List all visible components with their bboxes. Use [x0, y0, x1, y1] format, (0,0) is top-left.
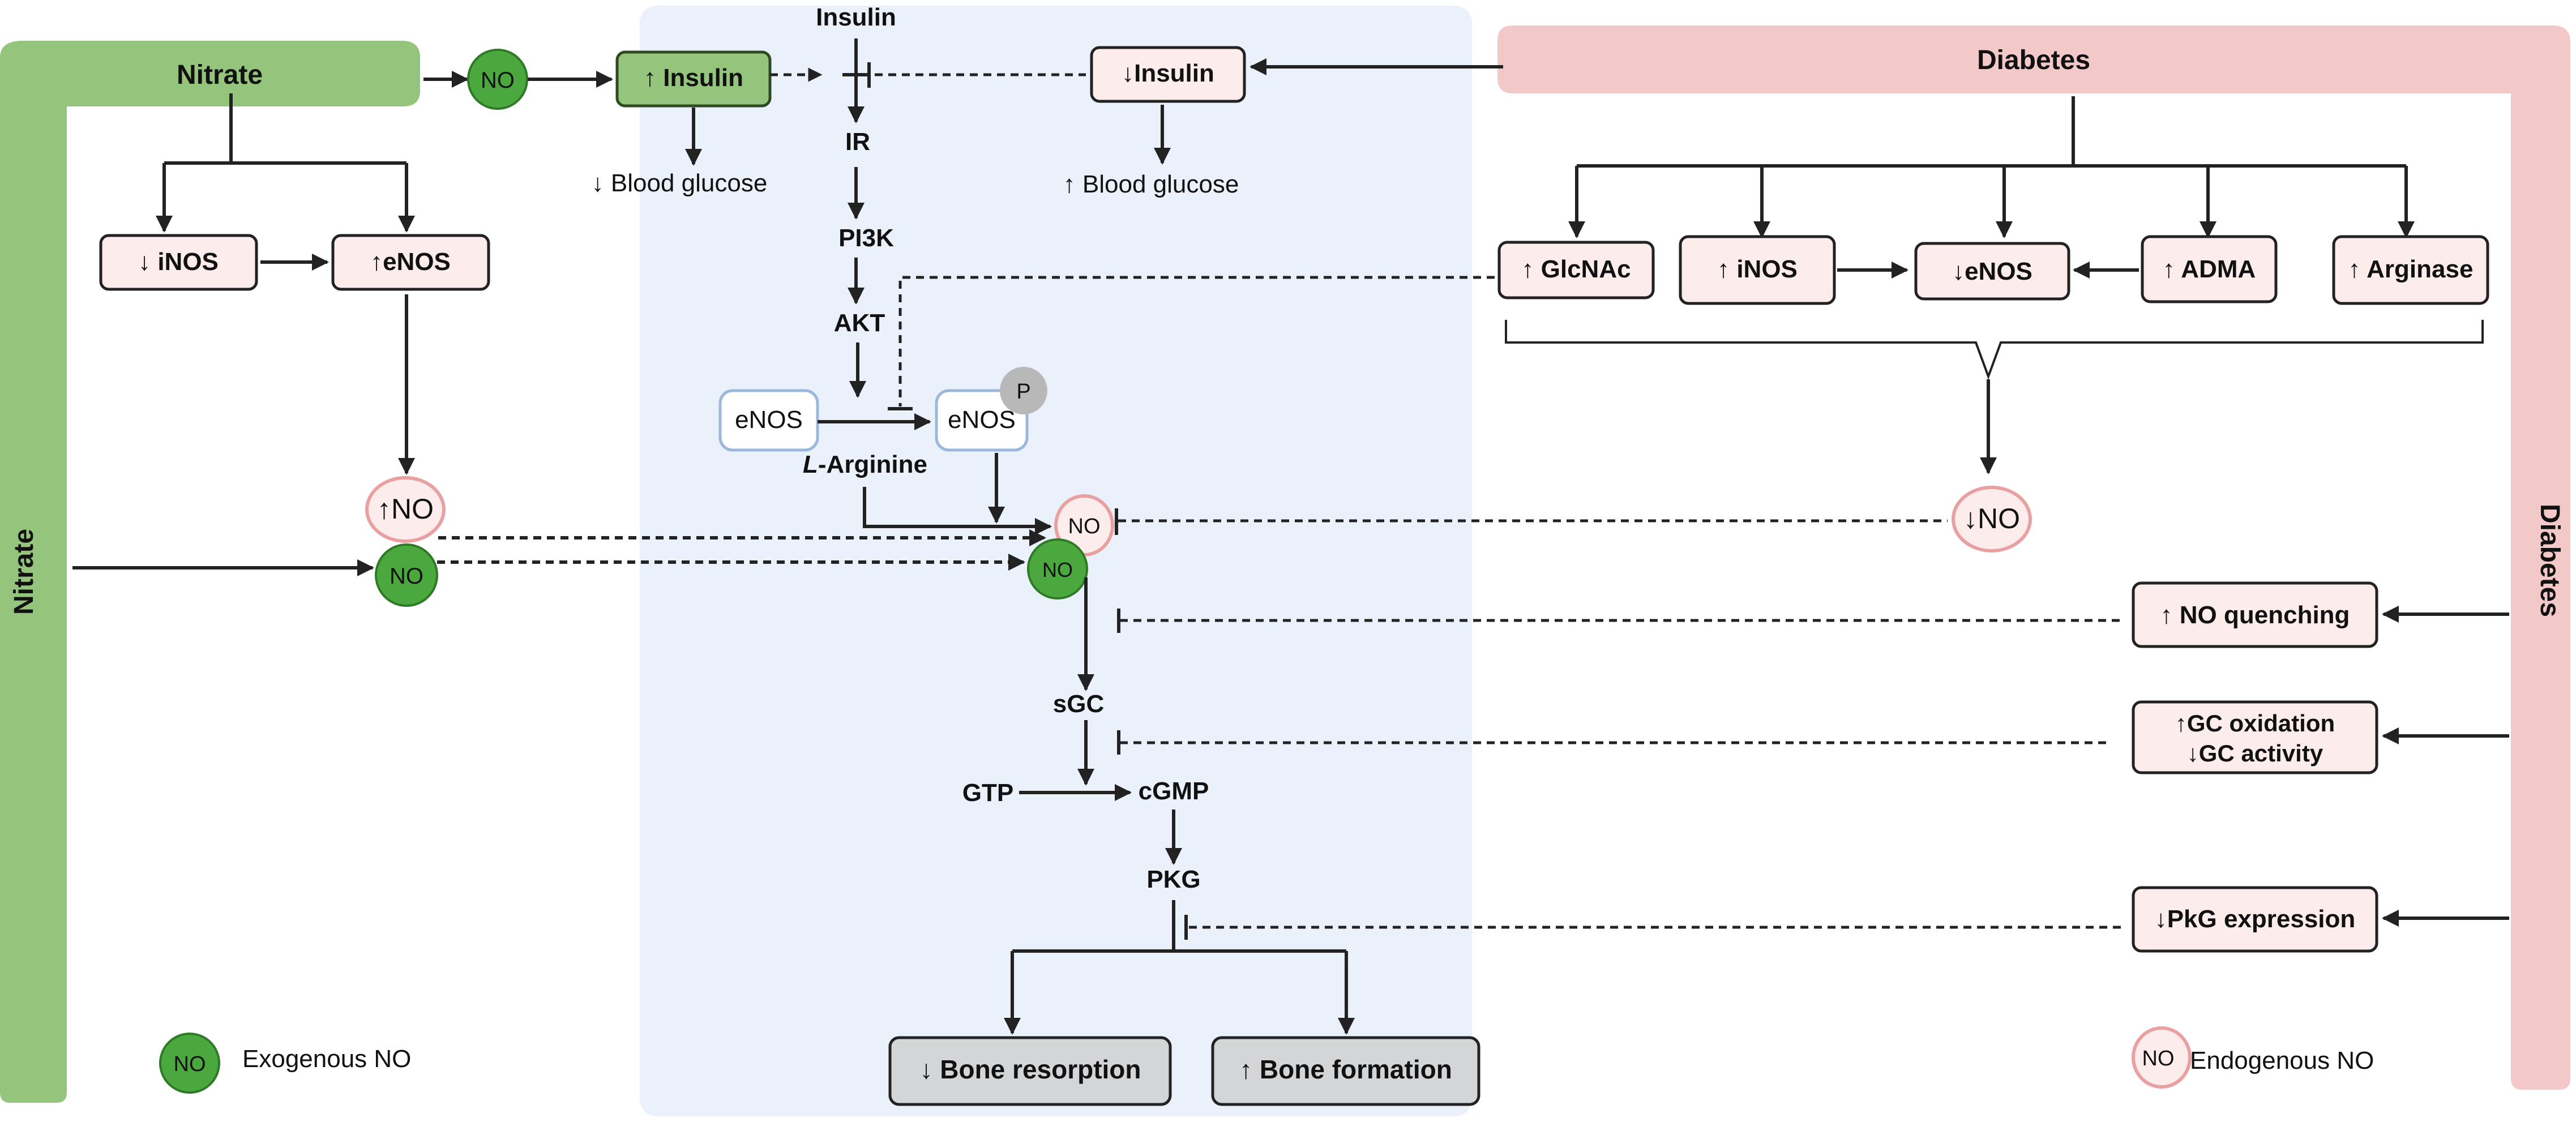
svg-text:eNOS: eNOS — [948, 406, 1016, 434]
legend-endogenous-label: Endogenous NO — [2190, 1047, 2374, 1074]
bone-formation-box — [1211, 1036, 1480, 1106]
nitrate-title: Nitrate — [177, 60, 263, 90]
svg-text:↑NO: ↑NO — [377, 493, 434, 525]
svg-text:↑ GlcNAc: ↑ GlcNAc — [1521, 255, 1631, 283]
diabetes-title: Diabetes — [1977, 45, 2090, 75]
diabetes-bracket-panel — [1497, 25, 2570, 1090]
no-after-nitrate — [467, 49, 528, 110]
grouping-brace — [1505, 320, 2484, 380]
svg-text:NO: NO — [1068, 515, 1101, 538]
svg-text:↓ Bone resorption: ↓ Bone resorption — [919, 1055, 1141, 1084]
ir-label: IR — [845, 128, 870, 156]
svg-text:NO: NO — [481, 68, 515, 93]
pi3k-label: PI3K — [838, 224, 894, 252]
adma-box — [2141, 235, 2278, 303]
enos-right-box — [935, 389, 1029, 452]
svg-text:↑ Insulin: ↑ Insulin — [644, 64, 743, 92]
svg-text:↓PkG expression: ↓PkG expression — [2155, 905, 2356, 933]
legend-endogenous-icon — [2132, 1026, 2192, 1089]
svg-text:↓NO: ↓NO — [1963, 503, 2020, 534]
inos-up-box — [1679, 235, 1836, 305]
svg-text:↑ NO quenching: ↑ NO quenching — [2160, 601, 2350, 629]
insulin-up-box — [615, 50, 772, 108]
no-exogenous-center — [1027, 538, 1088, 599]
arginase-box — [2332, 235, 2489, 305]
svg-text:↑eNOS: ↑eNOS — [370, 248, 451, 276]
sgc-label: sGC — [1053, 690, 1104, 718]
svg-text:NO: NO — [174, 1052, 206, 1076]
gc-oxidation-box — [2132, 700, 2378, 774]
no-down-node — [1952, 486, 2032, 553]
svg-text:↑GC oxidation: ↑GC oxidation — [2175, 710, 2335, 736]
svg-text:↑ ADMA: ↑ ADMA — [2163, 255, 2256, 283]
insulin-down-box — [1090, 46, 1246, 103]
cgmp-label: cGMP — [1139, 777, 1209, 805]
insulin-label: Insulin — [816, 3, 896, 31]
svg-text:NO: NO — [2142, 1047, 2175, 1070]
legend-exogenous-icon — [159, 1033, 220, 1094]
no-up-node — [365, 476, 446, 543]
svg-text:↑ Bone formation: ↑ Bone formation — [1239, 1055, 1452, 1084]
no-exogenous-left — [375, 543, 438, 607]
blood-glucose-up: ↑ Blood glucose — [1063, 170, 1239, 198]
svg-text:↓eNOS: ↓eNOS — [1952, 258, 2032, 285]
pkg-expression-box — [2132, 886, 2378, 953]
bone-resorption-box — [888, 1036, 1172, 1106]
gtp-label: GTP — [962, 779, 1013, 807]
svg-text:↓Insulin: ↓Insulin — [1122, 59, 1214, 87]
svg-text:↓GC activity: ↓GC activity — [2187, 740, 2323, 766]
phosphate-badge — [1000, 367, 1047, 414]
svg-text:NO: NO — [1042, 558, 1073, 581]
svg-text:↑ Arginase: ↑ Arginase — [2348, 255, 2474, 283]
inos-down-box — [99, 234, 258, 291]
svg-text:P: P — [1016, 380, 1030, 404]
svg-text:NO: NO — [390, 564, 423, 589]
akt-label: AKT — [834, 309, 885, 337]
pkg-label: PKG — [1146, 866, 1200, 893]
enos-up-box — [331, 234, 490, 291]
svg-text:↓ iNOS: ↓ iNOS — [138, 248, 219, 276]
no-quenching-box — [2132, 581, 2378, 648]
enos-down-box — [1914, 242, 2070, 301]
glcnac-box — [1497, 241, 1655, 299]
blood-glucose-down: ↓ Blood glucose — [592, 169, 768, 197]
svg-text:eNOS: eNOS — [735, 406, 803, 434]
nitrate-bracket-panel — [0, 41, 420, 1103]
l-arginine-label: L-Arginine — [803, 451, 927, 478]
nitrate-side-label: Nitrate — [9, 529, 39, 615]
diabetes-side-label: Diabetes — [2535, 504, 2565, 617]
legend-exogenous-label: Exogenous NO — [242, 1045, 411, 1073]
svg-text:↑ iNOS: ↑ iNOS — [1717, 255, 1798, 283]
